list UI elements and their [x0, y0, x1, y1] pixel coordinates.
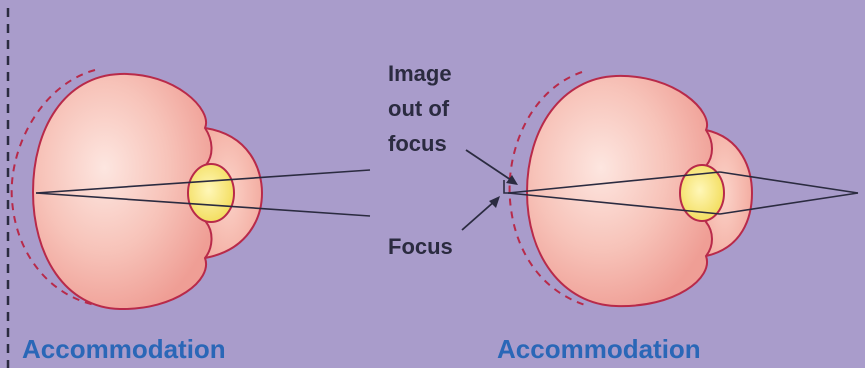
right-eye	[462, 72, 858, 306]
right-caption: Accommodation	[497, 334, 701, 365]
left-eye	[12, 70, 370, 309]
pointer-image-out-of-focus	[466, 150, 514, 182]
focus-label: Focus	[388, 234, 453, 260]
pointer-focus	[462, 200, 496, 230]
left-caption: Accommodation	[22, 334, 226, 365]
image-out-of-focus-line-1: Image	[388, 56, 452, 91]
image-out-of-focus-line-2: out of	[388, 91, 452, 126]
pointer-image-out-of-focus-arrowhead	[506, 175, 518, 185]
image-out-of-focus-line-3: focus	[388, 126, 452, 161]
pointer-focus-arrowhead	[489, 196, 500, 208]
image-out-of-focus-label: Image out of focus	[388, 56, 452, 161]
left-eye-lens	[188, 164, 234, 222]
